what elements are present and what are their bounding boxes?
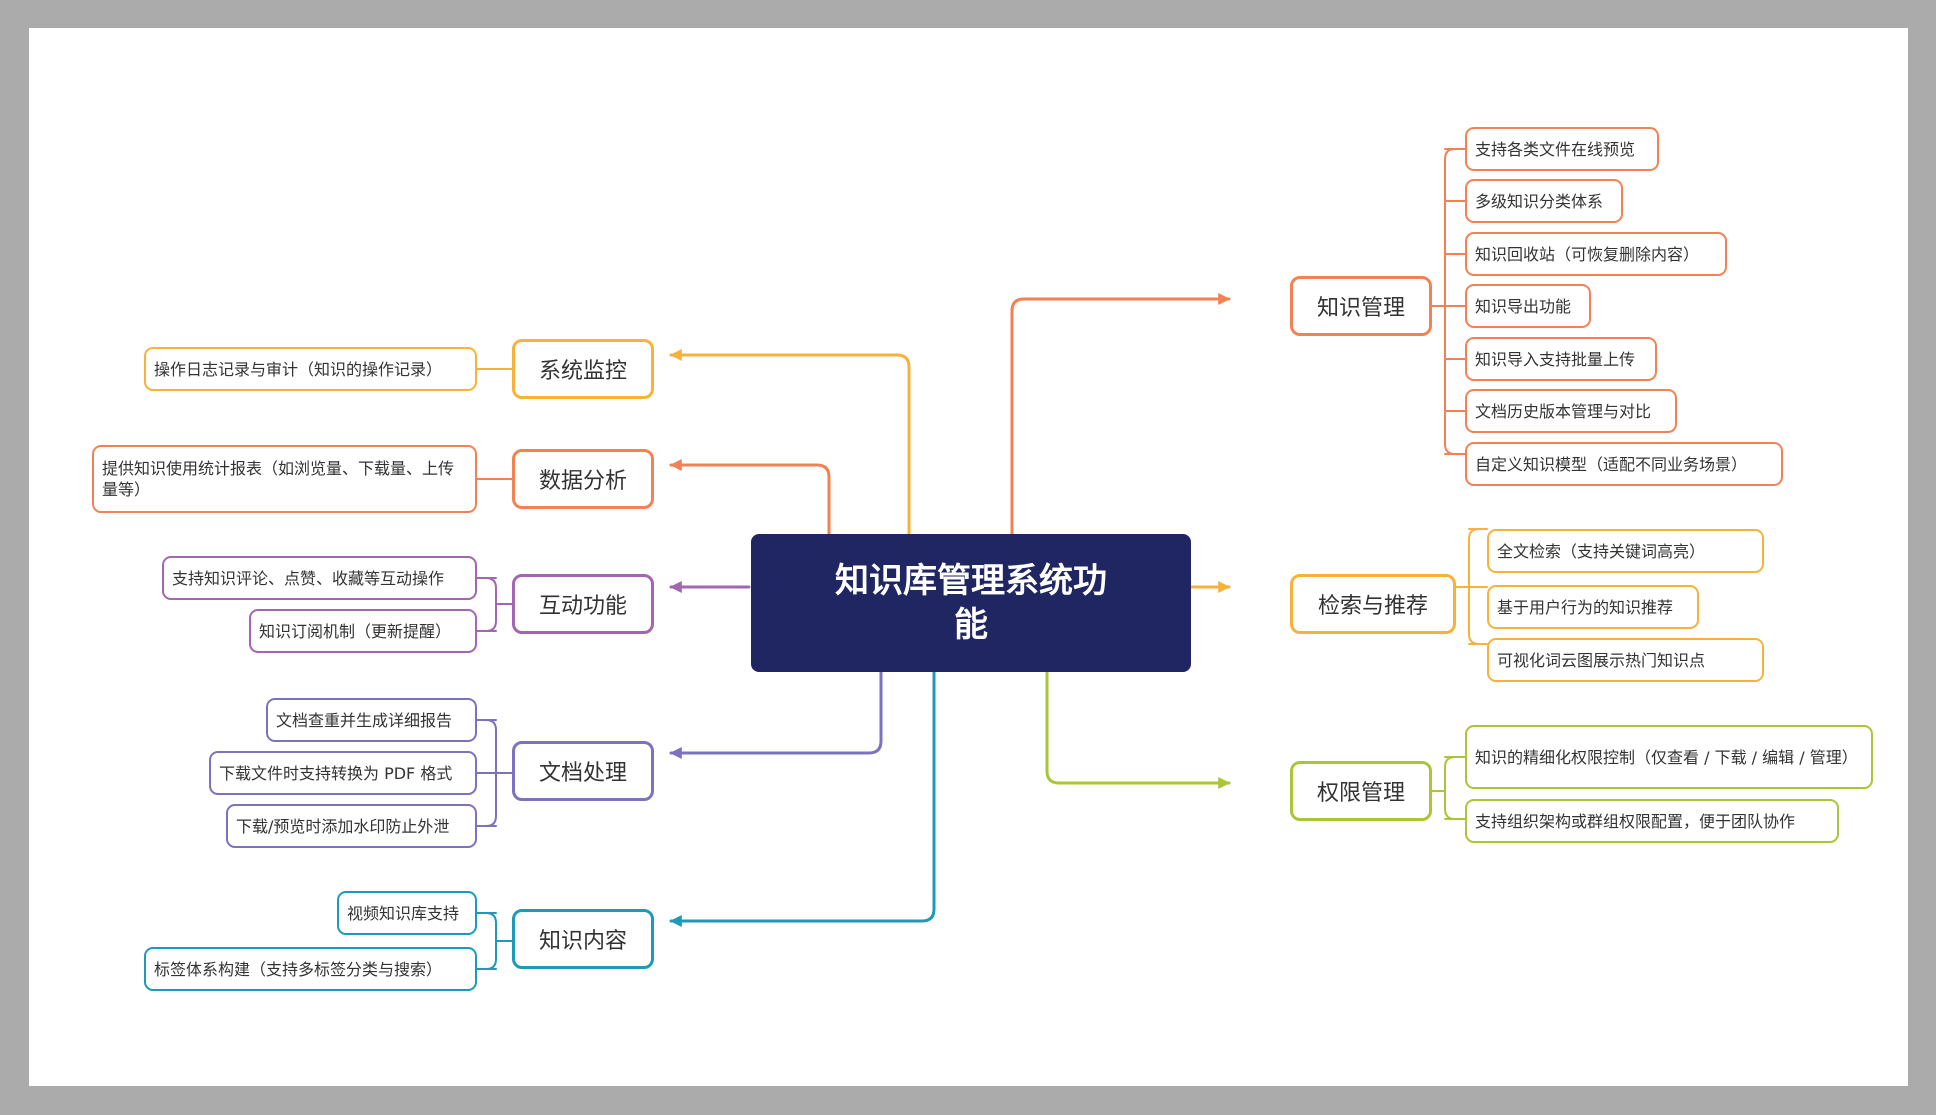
branch-label: 互动功能 [538, 594, 627, 619]
branch-label: 文档处理 [538, 761, 627, 786]
link-zhishi-guanli [1010, 293, 1231, 536]
branch-zhishi-guanli[interactable]: 知识管理 [1290, 276, 1432, 336]
branch-xitong-jiankong[interactable]: 系统监控 [512, 339, 654, 399]
branch-zhishi-neirong[interactable]: 知识内容 [512, 909, 654, 969]
leaf-item[interactable]: 知识订阅机制（更新提醒） [249, 609, 477, 653]
branch-label: 知识管理 [1316, 296, 1405, 321]
leaf-item[interactable]: 支持组织架构或群组权限配置，便于团队协作 [1465, 799, 1839, 843]
leaf-item[interactable]: 支持知识评论、点赞、收藏等互动操作 [162, 556, 477, 600]
branch-shuju-fenxi[interactable]: 数据分析 [512, 449, 654, 509]
leaf-item[interactable]: 多级知识分类体系 [1465, 179, 1623, 223]
branch-label: 系统监控 [538, 359, 627, 384]
leaf-item[interactable]: 操作日志记录与审计（知识的操作记录） [144, 347, 477, 391]
link-wendang-chuli [669, 650, 883, 759]
center-node[interactable]: 知识库管理系统功能 [751, 534, 1191, 672]
leaf-item[interactable]: 基于用户行为的知识推荐 [1487, 585, 1699, 629]
branch-label: 知识内容 [538, 929, 627, 954]
leaf-item[interactable]: 标签体系构建（支持多标签分类与搜索） [144, 947, 477, 991]
leaf-item[interactable]: 下载文件时支持转换为 PDF 格式 [209, 751, 477, 795]
leaf-item[interactable]: 全文检索（支持关键词高亮） [1487, 529, 1764, 573]
leaf-item[interactable]: 视频知识库支持 [337, 891, 477, 935]
leaf-item[interactable]: 文档查重并生成详细报告 [266, 698, 477, 742]
leaf-item[interactable]: 提供知识使用统计报表（如浏览量、下载量、上传量等） [92, 445, 477, 513]
branch-jiansuo-tuijian[interactable]: 检索与推荐 [1290, 574, 1456, 634]
leaf-item[interactable]: 下载/预览时添加水印防止外泄 [226, 804, 477, 848]
bracket-zhishi-neirong [476, 912, 513, 970]
branch-label: 权限管理 [1316, 781, 1405, 806]
leaf-item[interactable]: 知识导入支持批量上传 [1465, 337, 1657, 381]
bracket-wendang-chuli [476, 719, 513, 827]
branch-wendang-chuli[interactable]: 文档处理 [512, 741, 654, 801]
bracket-hudong-gongneng [476, 577, 513, 632]
branch-quanxian-guanli[interactable]: 权限管理 [1290, 761, 1432, 821]
bracket-jiansuo-tuijian [1452, 528, 1488, 645]
leaf-item[interactable]: 知识的精细化权限控制（仅查看 / 下载 / 编辑 / 管理） [1465, 725, 1873, 789]
leaf-item[interactable]: 可视化词云图展示热门知识点 [1487, 638, 1764, 682]
link-quanxian-guanli [1045, 650, 1231, 789]
center-title: 知识库管理系统功能 [835, 561, 1107, 645]
link-xitong-jiankong [669, 349, 911, 536]
leaf-item[interactable]: 自定义知识模型（适配不同业务场景） [1465, 442, 1783, 486]
leaf-item[interactable]: 知识导出功能 [1465, 284, 1591, 328]
branch-label: 检索与推荐 [1317, 594, 1428, 619]
leaf-item[interactable]: 支持各类文件在线预览 [1465, 127, 1659, 171]
link-zhishi-neirong [669, 650, 936, 927]
link-shuju-fenxi [669, 459, 831, 536]
mind-map-canvas: 知识库管理系统功能 知识管理 检索与推荐 权限管理 系统监控 数据分析 互动功能… [29, 28, 1908, 1086]
leaf-item[interactable]: 文档历史版本管理与对比 [1465, 389, 1677, 433]
connector-lines [476, 148, 1488, 970]
branch-hudong-gongneng[interactable]: 互动功能 [512, 574, 654, 634]
branch-label: 数据分析 [538, 469, 627, 494]
bracket-quanxian-guanli [1428, 756, 1466, 820]
leaf-item[interactable]: 知识回收站（可恢复删除内容） [1465, 232, 1727, 276]
bracket-zhishi-guanli [1428, 148, 1466, 455]
